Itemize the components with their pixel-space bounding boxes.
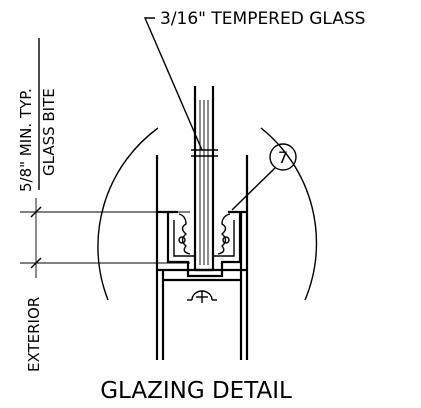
screw-spline	[187, 290, 217, 303]
glass-bite-dimension	[20, 198, 190, 278]
detail-tag-circle	[269, 143, 297, 171]
exterior-label: EXTERIOR	[25, 297, 43, 372]
detail-circle-right-arc	[260, 127, 318, 301]
glass-callout-label: 3/16" TEMPERED GLASS	[160, 9, 365, 29]
detail-circle-left-arc	[97, 127, 159, 301]
glazing-gasket-right	[217, 213, 231, 255]
glazing-channel	[166, 212, 242, 278]
glazing-gasket-left	[178, 213, 191, 255]
glass-pane	[191, 86, 218, 272]
glass-leader-line	[143, 17, 203, 151]
detail-tag-number: 7	[278, 148, 288, 167]
mullion-extrusion	[155, 155, 249, 360]
detail-tag-leader	[231, 167, 276, 211]
detail-title: GLAZING DETAIL	[100, 378, 292, 404]
bite-label: GLASS BITE	[40, 88, 58, 176]
bite-dimension-label: 5/8" MIN. TYP.	[17, 88, 35, 192]
